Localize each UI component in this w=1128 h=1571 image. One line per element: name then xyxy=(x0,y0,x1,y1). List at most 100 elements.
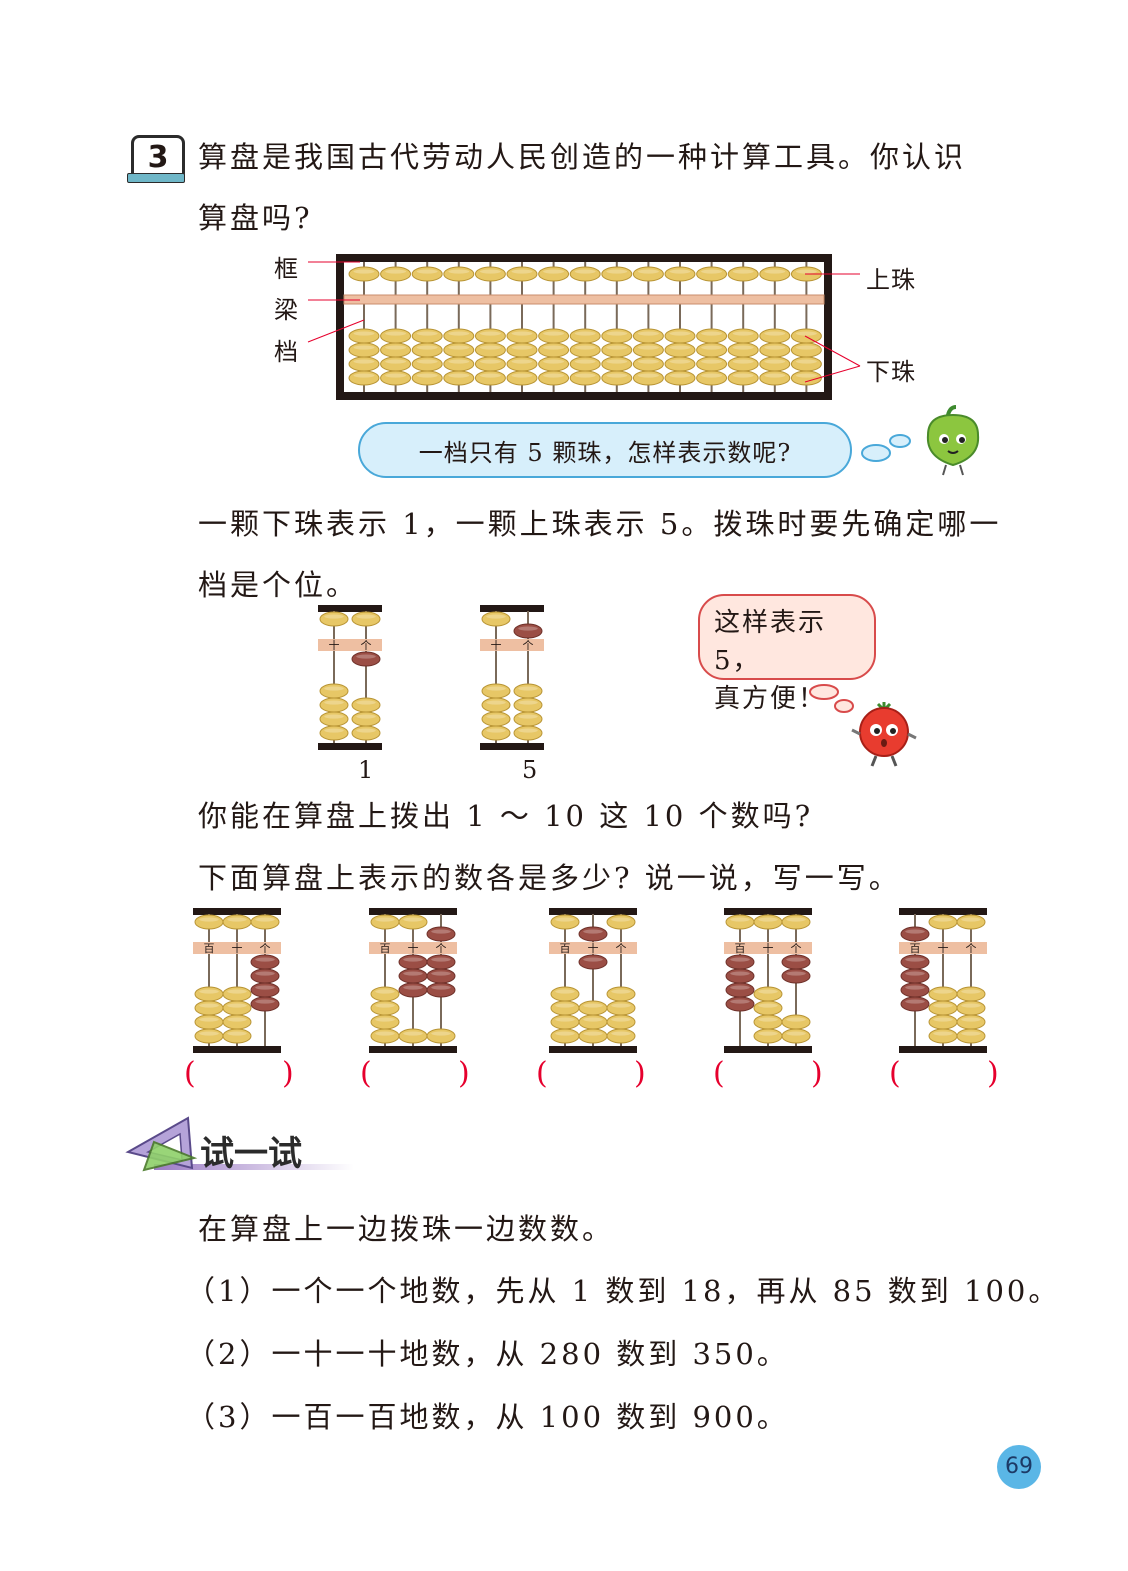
active-bead xyxy=(900,954,930,970)
active-bead xyxy=(250,982,280,998)
bead xyxy=(781,1028,811,1044)
bead xyxy=(753,986,783,1002)
bead xyxy=(380,370,412,386)
answer-1-blank[interactable] xyxy=(204,1060,280,1094)
place-label: 个 xyxy=(966,942,977,955)
bead xyxy=(380,328,412,344)
active-bead xyxy=(578,954,608,970)
bead xyxy=(759,266,791,282)
abacus-top-bar xyxy=(318,605,382,612)
abacus-bottom-bar xyxy=(480,743,544,750)
bead xyxy=(506,342,538,358)
bead xyxy=(370,1000,400,1016)
bead xyxy=(569,356,601,372)
abacus-top-bar xyxy=(724,908,812,915)
active-bead xyxy=(725,996,755,1012)
active-bead xyxy=(513,623,543,639)
bead xyxy=(632,342,664,358)
try-item-1: （1）一个一个地数，先从 1 数到 18，再从 85 数到 100。 xyxy=(186,1274,1061,1308)
bead xyxy=(753,1028,783,1044)
bead xyxy=(481,711,511,727)
small-abacus-1: 十个 xyxy=(318,605,382,750)
bead xyxy=(513,711,543,727)
bead xyxy=(606,1014,636,1030)
answer-1-open: ( xyxy=(184,1056,196,1091)
place-label: 十 xyxy=(763,941,774,955)
bead xyxy=(222,914,252,930)
bead xyxy=(194,914,224,930)
bead xyxy=(664,266,696,282)
answer-4-blank[interactable] xyxy=(733,1060,809,1094)
answer-5-open: ( xyxy=(889,1056,901,1091)
bead xyxy=(506,370,538,386)
bead xyxy=(411,370,443,386)
thought-dots xyxy=(861,434,911,462)
answer-5-blank[interactable] xyxy=(909,1060,985,1094)
bead xyxy=(481,725,511,741)
place-label: 十 xyxy=(329,638,340,652)
active-bead xyxy=(578,926,608,942)
bead xyxy=(632,266,664,282)
abacus-bottom-bar xyxy=(193,1046,281,1053)
bead xyxy=(348,370,380,386)
active-bead xyxy=(781,954,811,970)
bead xyxy=(443,342,475,358)
bead xyxy=(443,370,475,386)
answer-4-close: ) xyxy=(811,1056,823,1091)
bead xyxy=(443,356,475,372)
exercise-abacus-1: 百十个 xyxy=(193,908,281,1053)
abacus-top-bar xyxy=(899,908,987,915)
bead xyxy=(578,1014,608,1030)
bead xyxy=(348,356,380,372)
abacus-beam xyxy=(193,942,281,954)
try-item-2: （2）一十一十地数，从 280 数到 350。 xyxy=(186,1337,789,1371)
bead xyxy=(664,370,696,386)
bead xyxy=(606,1000,636,1016)
bead xyxy=(351,611,381,627)
bead xyxy=(569,266,601,282)
active-bead xyxy=(781,968,811,984)
active-bead xyxy=(250,996,280,1012)
bead xyxy=(759,356,791,372)
bead xyxy=(506,356,538,372)
label-rod: 档 xyxy=(274,338,299,366)
bead xyxy=(956,1000,986,1016)
bead xyxy=(538,370,570,386)
bead xyxy=(601,356,633,372)
bead xyxy=(928,914,958,930)
abacus-bottom-bar xyxy=(549,1046,637,1053)
answer-2-blank[interactable] xyxy=(380,1060,456,1094)
place-label: 十 xyxy=(938,941,949,955)
place-label: 十 xyxy=(408,941,419,955)
abacus-bottom-bar xyxy=(369,1046,457,1053)
bead xyxy=(753,1014,783,1030)
explain-line-2: 档是个位。 xyxy=(198,568,359,602)
try-title: 试一试 xyxy=(200,1134,302,1174)
answer-3-blank[interactable] xyxy=(556,1060,632,1094)
bead xyxy=(426,1028,456,1044)
question-2: 下面算盘上表示的数各是多少? 说一说，写一写。 xyxy=(198,861,901,895)
place-label: 个 xyxy=(260,942,271,955)
bead xyxy=(632,356,664,372)
exercise-abacus-4: 百十个 xyxy=(724,908,812,1053)
bead xyxy=(790,328,822,344)
place-label: 十 xyxy=(232,941,243,955)
abacus-beam xyxy=(480,639,544,651)
bead xyxy=(474,328,506,344)
label-line-lower-2 xyxy=(804,365,861,383)
tomato-bubble: 这样表示 5， 真方便！ xyxy=(698,594,876,714)
bead xyxy=(250,914,280,930)
place-label: 百 xyxy=(560,942,571,955)
bead xyxy=(696,370,728,386)
active-bead xyxy=(725,982,755,998)
bead xyxy=(538,328,570,344)
tomato-thought-dots xyxy=(809,684,854,713)
bead xyxy=(606,1028,636,1044)
bead xyxy=(351,725,381,741)
bead xyxy=(443,328,475,344)
bead xyxy=(759,370,791,386)
active-bead xyxy=(725,954,755,970)
bead xyxy=(601,266,633,282)
bead xyxy=(664,342,696,358)
active-bead xyxy=(250,954,280,970)
